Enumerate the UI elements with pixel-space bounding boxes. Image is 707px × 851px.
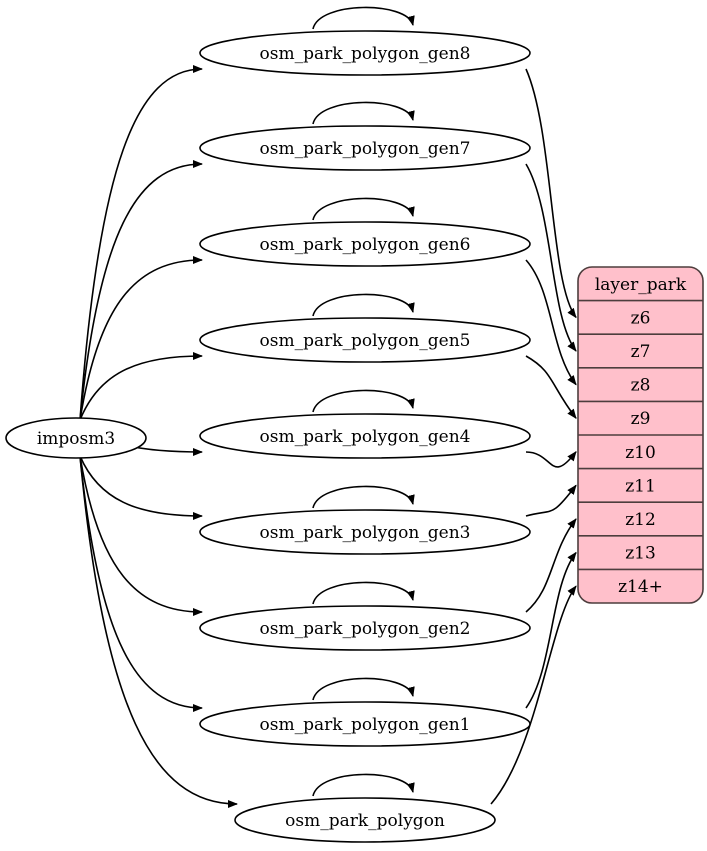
node-osm_park_polygon_gen1[interactable] <box>199 701 531 747</box>
self-loop-osm_park_polygon_gen8 <box>312 6 415 30</box>
node-label-osm_park_polygon_gen3: osm_park_polygon_gen3 <box>260 523 471 543</box>
edge-osm_park_polygon_gen2-to-z12 <box>525 518 577 613</box>
edge-imposm3-to-osm_park_polygon_gen7 <box>79 160 203 421</box>
node-label-osm_park_polygon_gen8: osm_park_polygon_gen8 <box>260 44 471 64</box>
self-loop-osm_park_polygon_gen2 <box>312 581 415 605</box>
self-loop-osm_park_polygon_gen4 <box>312 389 415 413</box>
self-loop-osm_park_polygon_gen5 <box>312 293 415 317</box>
table-row-z12[interactable]: z12 <box>625 510 656 530</box>
node-osm_park_polygon_gen8[interactable] <box>199 30 531 76</box>
self-loop-osm_park_polygon_gen6 <box>312 197 415 221</box>
edge-osm_park_polygon_gen3-to-z11 <box>525 484 577 517</box>
table-row-z14+[interactable]: z14+ <box>618 577 663 597</box>
table-row-z8[interactable]: z8 <box>631 376 651 396</box>
table-row-z11[interactable]: z11 <box>625 476 656 496</box>
edge-osm_park_polygon-to-z14+ <box>490 585 577 805</box>
edge-group <box>79 65 577 808</box>
node-osm_park_polygon[interactable] <box>234 797 496 843</box>
self-loop-group <box>312 6 415 797</box>
edge-imposm3-to-osm_park_polygon_gen6 <box>79 256 203 421</box>
edge-osm_park_polygon_gen6-to-z8 <box>525 259 577 386</box>
self-loop-osm_park_polygon_gen1 <box>312 677 415 701</box>
node-group: imposm3 osm_park_polygon_gen8 osm_park_pol… <box>5 30 531 843</box>
table-row-z10[interactable]: z10 <box>625 443 656 463</box>
node-osm_park_polygon_gen6[interactable] <box>199 221 531 267</box>
table-row-z13[interactable]: z13 <box>625 544 656 564</box>
edge-osm_park_polygon_gen5-to-z9 <box>525 355 577 419</box>
table-header-label: layer_park <box>595 275 687 295</box>
edge-imposm3-to-osm_park_polygon <box>79 455 238 808</box>
table-row-z6[interactable]: z6 <box>631 308 651 328</box>
node-label-osm_park_polygon_gen4: osm_park_polygon_gen4 <box>260 427 471 447</box>
table-row-z7[interactable]: z7 <box>631 342 651 362</box>
edge-imposm3-to-osm_park_polygon_gen3 <box>79 455 203 520</box>
node-label-osm_park_polygon_gen1: osm_park_polygon_gen1 <box>260 715 471 735</box>
edge-osm_park_polygon_gen4-to-z10 <box>525 451 577 468</box>
node-label-imposm3: imposm3 <box>37 429 115 449</box>
node-label-osm_park_polygon_gen6: osm_park_polygon_gen6 <box>260 235 471 255</box>
node-label-osm_park_polygon_gen7: osm_park_polygon_gen7 <box>260 139 471 159</box>
edge-imposm3-to-osm_park_polygon_gen2 <box>79 455 203 616</box>
edge-osm_park_polygon_gen8-to-z6 <box>525 68 577 319</box>
node-osm_park_polygon_gen5[interactable] <box>199 317 531 363</box>
edge-osm_park_polygon_gen7-to-z7 <box>525 163 577 352</box>
table-row-z9[interactable]: z9 <box>631 409 651 429</box>
node-osm_park_polygon_gen2[interactable] <box>199 605 531 651</box>
table-group: layer_park z6 z7 z8 z9 z10 z11 z12 z13 z14+ <box>577 266 704 604</box>
node-osm_park_polygon_gen4[interactable] <box>199 413 531 459</box>
node-label-osm_park_polygon_gen5: osm_park_polygon_gen5 <box>260 331 471 351</box>
node-label-osm_park_polygon: osm_park_polygon <box>285 811 445 831</box>
node-osm_park_polygon_gen3[interactable] <box>199 509 531 555</box>
node-imposm3-node[interactable] <box>5 417 147 459</box>
edge-osm_park_polygon_gen1-to-z13 <box>525 551 577 709</box>
node-label-osm_park_polygon_gen2: osm_park_polygon_gen2 <box>260 619 471 639</box>
edge-imposm3-to-osm_park_polygon_gen8 <box>79 65 203 421</box>
edge-imposm3-to-osm_park_polygon_gen5 <box>79 352 203 421</box>
edge-imposm3-to-osm_park_polygon_gen1 <box>79 455 203 712</box>
self-loop-osm_park_polygon_gen3 <box>312 485 415 509</box>
self-loop-osm_park_polygon <box>312 773 415 797</box>
node-osm_park_polygon_gen7[interactable] <box>199 125 531 171</box>
self-loop-osm_park_polygon_gen7 <box>312 101 415 125</box>
